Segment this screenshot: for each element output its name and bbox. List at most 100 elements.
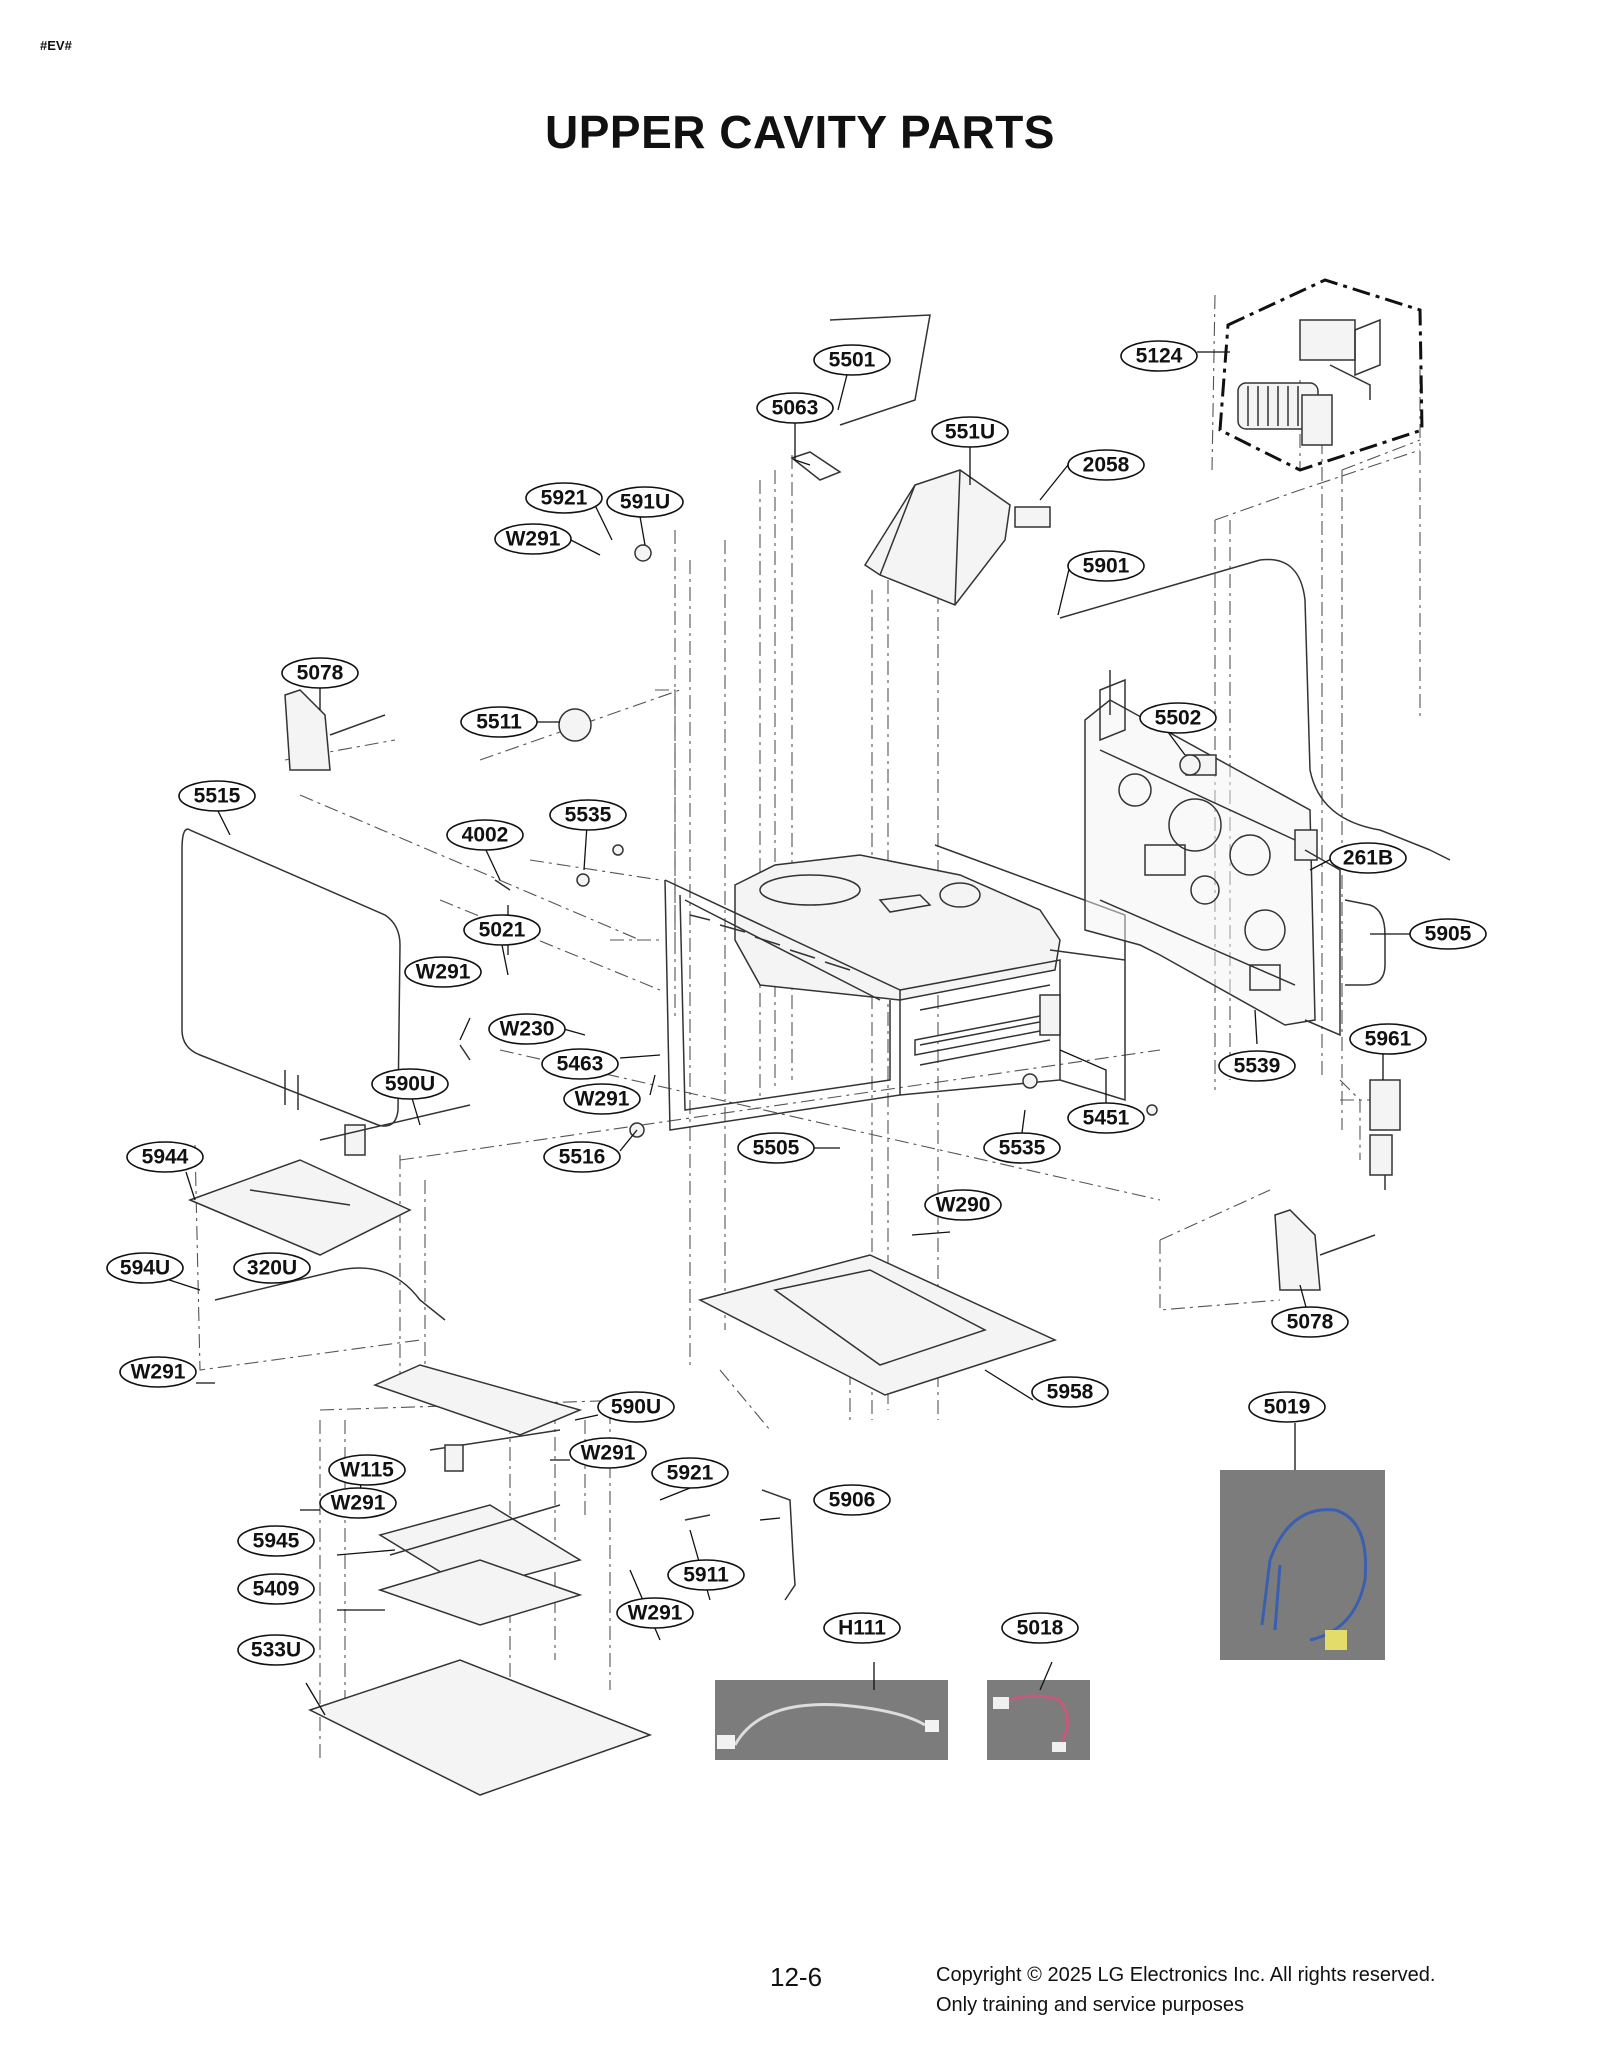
svg-text:5944: 5944 — [142, 1146, 189, 1169]
callout-5019: 5019 — [1248, 1391, 1326, 1423]
callout-5511: 5511 — [460, 706, 538, 738]
svg-text:W291: W291 — [506, 528, 561, 551]
svg-text:5078: 5078 — [297, 662, 344, 685]
svg-text:5906: 5906 — [829, 1489, 876, 1512]
svg-text:5539: 5539 — [1234, 1055, 1281, 1078]
callout-5451: 5451 — [1067, 1102, 1145, 1134]
svg-text:W291: W291 — [581, 1442, 636, 1465]
svg-text:5511: 5511 — [476, 711, 522, 734]
callout-5501: 5501 — [813, 344, 891, 376]
svg-text:5409: 5409 — [253, 1578, 300, 1601]
pipe-5906 — [684, 1489, 796, 1601]
callout-590U: 590U — [371, 1068, 449, 1100]
callout-594U: 594U — [106, 1252, 184, 1284]
broil-plate-5958 — [697, 1254, 1058, 1396]
callout-5911: 5911 — [667, 1559, 745, 1591]
document-tag: #EV# — [40, 38, 72, 53]
svg-text:W290: W290 — [936, 1194, 991, 1217]
svg-text:590U: 590U — [611, 1396, 661, 1419]
callout-5944: 5944 — [126, 1141, 204, 1173]
svg-text:5958: 5958 — [1047, 1381, 1094, 1404]
callout-5063: 5063 — [756, 392, 834, 424]
svg-text:W115: W115 — [340, 1459, 394, 1482]
duct-551U — [863, 469, 1051, 606]
callout-5021: 5021 — [463, 914, 541, 946]
svg-text:5063: 5063 — [772, 397, 819, 420]
svg-text:594U: 594U — [120, 1257, 170, 1280]
callout-591U: 591U — [606, 486, 684, 518]
svg-text:W291: W291 — [628, 1602, 683, 1625]
callout-W291: W291 — [119, 1356, 197, 1388]
page-number: 12-6 — [770, 1962, 823, 1992]
svg-text:320U: 320U — [247, 1257, 297, 1280]
callout-5921: 5921 — [525, 482, 603, 514]
svg-text:5124: 5124 — [1136, 345, 1183, 368]
callout-W290: W290 — [924, 1189, 1002, 1221]
callout-5124: 5124 — [1120, 340, 1198, 372]
callout-533U: 533U — [237, 1634, 315, 1666]
svg-text:5078: 5078 — [1287, 1311, 1334, 1334]
svg-text:5018: 5018 — [1017, 1617, 1064, 1640]
callout-5505: 5505 — [737, 1132, 815, 1164]
callout-551U: 551U — [931, 416, 1009, 448]
svg-text:W291: W291 — [131, 1361, 186, 1384]
svg-text:5501: 5501 — [829, 349, 876, 372]
callout-5463: 5463 — [541, 1048, 619, 1080]
svg-text:5502: 5502 — [1155, 707, 1202, 730]
callout-5078: 5078 — [1271, 1306, 1349, 1338]
callout-W291: W291 — [563, 1083, 641, 1115]
svg-text:2058: 2058 — [1083, 454, 1130, 477]
svg-text:591U: 591U — [620, 491, 670, 514]
photo-H111-wire-harness — [715, 1680, 948, 1760]
svg-text:261B: 261B — [1343, 847, 1393, 870]
callout-5539: 5539 — [1218, 1050, 1296, 1082]
svg-text:551U: 551U — [945, 421, 995, 444]
usage-notice: Only training and service purposes — [936, 1994, 1244, 2016]
svg-text:5505: 5505 — [753, 1137, 800, 1160]
callout-5018: 5018 — [1001, 1612, 1079, 1644]
callout-H111: H111 — [823, 1612, 901, 1644]
svg-text:5901: 5901 — [1083, 555, 1130, 578]
callout-5958: 5958 — [1031, 1376, 1109, 1408]
svg-text:5535: 5535 — [565, 804, 612, 827]
page-title: UPPER CAVITY PARTS — [545, 106, 1055, 158]
svg-text:533U: 533U — [251, 1639, 301, 1662]
svg-text:W291: W291 — [331, 1492, 386, 1515]
callout-320U: 320U — [233, 1252, 311, 1284]
rear-panel-5539 — [1084, 670, 1341, 1037]
copyright-notice: Copyright © 2025 LG Electronics Inc. All… — [936, 1960, 1435, 2020]
callout-W291: W291 — [569, 1437, 647, 1469]
callout-5502: 5502 — [1139, 702, 1217, 734]
callout-5945: 5945 — [237, 1525, 315, 1557]
callout-5921: 5921 — [651, 1457, 729, 1489]
sensor-5961 — [1369, 1079, 1401, 1190]
callout-5516: 5516 — [543, 1141, 621, 1173]
hose-5905 — [1344, 899, 1386, 986]
svg-text:W291: W291 — [575, 1088, 630, 1111]
callout-W291: W291 — [494, 523, 572, 555]
photo-5018-wire-harness — [987, 1680, 1090, 1760]
convection-fan-5124 — [1218, 278, 1424, 472]
callout-261B: 261B — [1329, 842, 1407, 874]
callout-5535: 5535 — [983, 1132, 1061, 1164]
assembly-guide-lines — [194, 294, 1421, 1760]
door-seal-5515 — [181, 828, 401, 1127]
svg-text:4002: 4002 — [462, 824, 509, 847]
svg-text:5019: 5019 — [1264, 1396, 1311, 1419]
small-hardware — [459, 314, 1201, 1138]
callout-W291: W291 — [616, 1597, 694, 1629]
svg-text:5945: 5945 — [253, 1530, 300, 1553]
svg-text:5961: 5961 — [1365, 1028, 1412, 1051]
callout-5901: 5901 — [1067, 550, 1145, 582]
svg-text:5535: 5535 — [999, 1137, 1046, 1160]
callout-2058: 2058 — [1067, 449, 1145, 481]
svg-text:5463: 5463 — [557, 1053, 604, 1076]
photo-5019-wire-harness — [1220, 1470, 1385, 1660]
callout-4002: 4002 — [446, 819, 524, 851]
lower-burner-group — [187, 1104, 653, 1796]
svg-text:5451: 5451 — [1083, 1107, 1130, 1130]
cavity-assembly — [664, 844, 1126, 1131]
svg-text:5921: 5921 — [541, 487, 588, 510]
svg-text:5021: 5021 — [479, 919, 526, 942]
